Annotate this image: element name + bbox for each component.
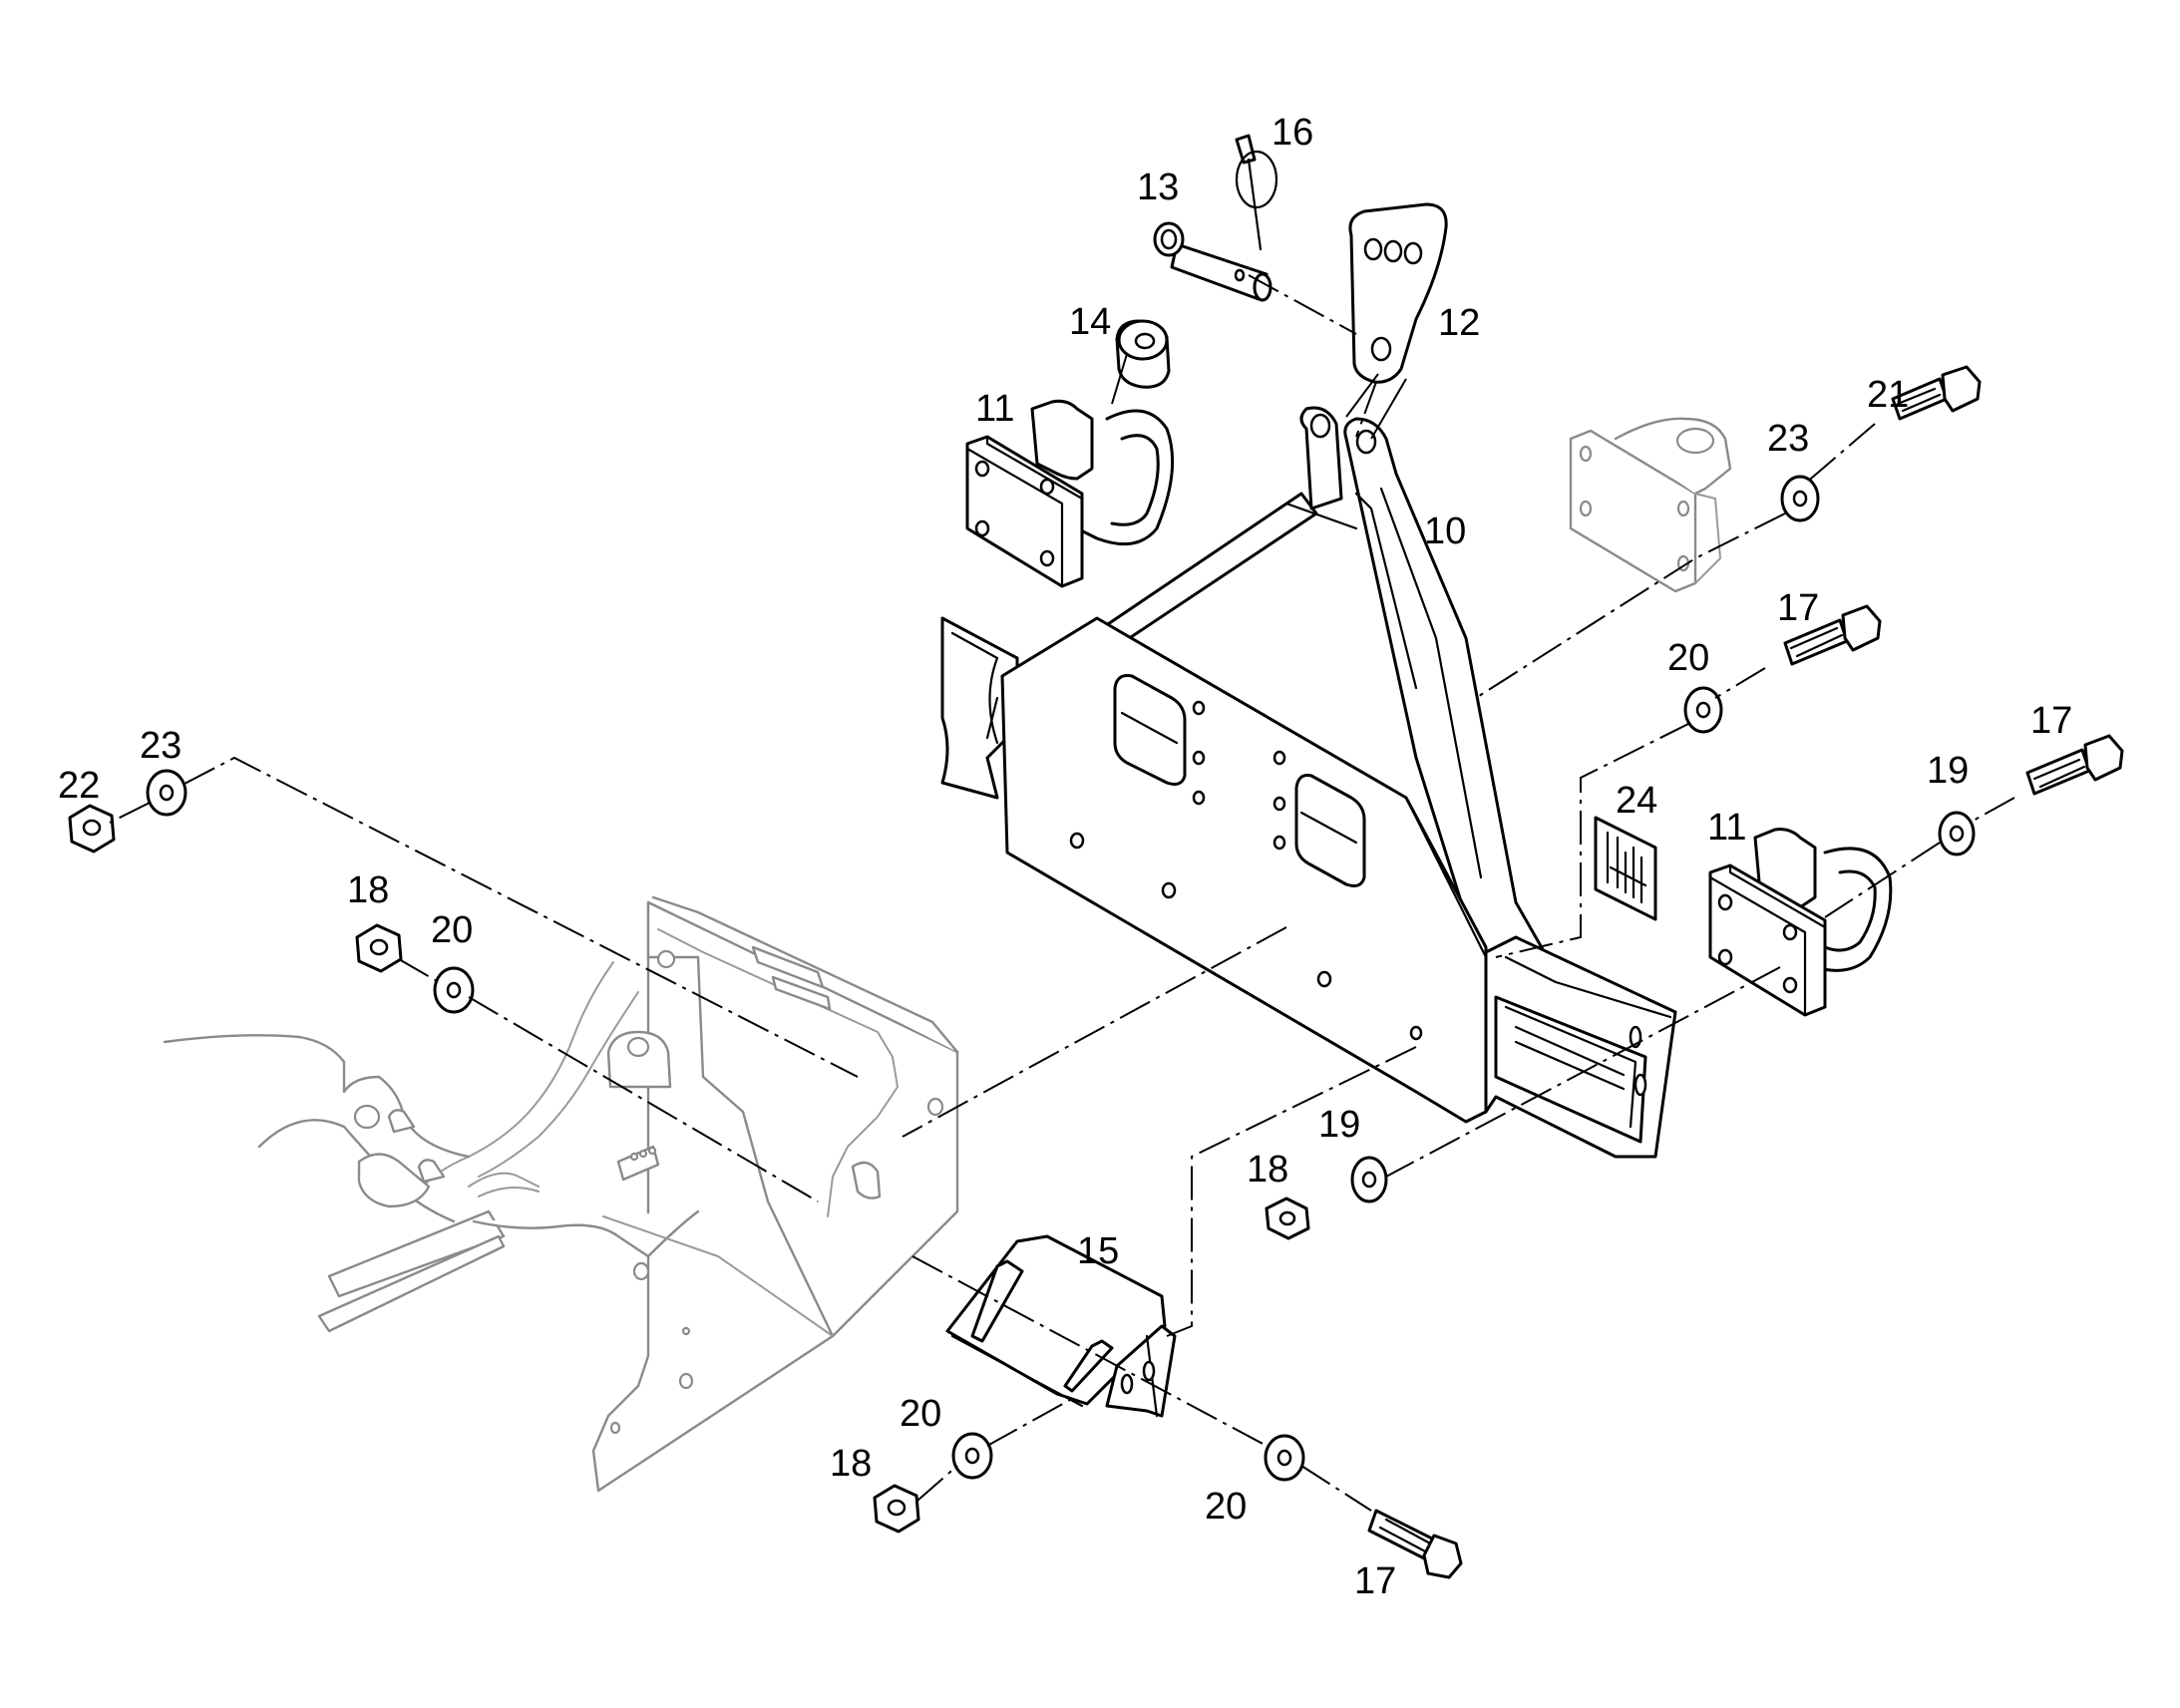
- tractor-front-frame: [163, 895, 959, 1493]
- nut-part-18-center: [1265, 1196, 1310, 1240]
- washer-part-20-lower-left: [951, 1432, 993, 1480]
- callout-15: 15: [1077, 1230, 1119, 1272]
- washer-part-20-upper: [1683, 686, 1723, 734]
- pin-part-13: [1153, 221, 1272, 302]
- mounting-bracket-part-15: [945, 1234, 1177, 1418]
- lynch-pin-part-16: [1235, 134, 1278, 251]
- nut-part-22: [68, 804, 116, 854]
- bolt-part-17-upper: [1783, 604, 1882, 666]
- callout-17-upper: 17: [1777, 587, 1819, 629]
- washer-part-19-center: [1350, 1156, 1388, 1203]
- washer-part-19-right: [1938, 811, 1976, 856]
- washer-part-20-left: [433, 966, 475, 1014]
- tow-hook-left-part-11: [965, 399, 1175, 588]
- callout-10: 10: [1424, 511, 1466, 552]
- callout-24: 24: [1616, 780, 1657, 822]
- callout-17-lower: 17: [1354, 1560, 1396, 1602]
- callout-20-lower-right: 20: [1205, 1486, 1247, 1528]
- washer-part-23-upper: [1780, 475, 1820, 522]
- callout-11-right: 11: [1707, 807, 1746, 849]
- bolt-part-21: [1891, 365, 1982, 421]
- callout-18-lower: 18: [830, 1443, 872, 1485]
- callout-16: 16: [1272, 112, 1313, 154]
- callout-leaders: [1111, 353, 1407, 440]
- callout-20-left: 20: [431, 909, 473, 951]
- callout-23-left: 23: [140, 725, 182, 767]
- callout-21: 21: [1867, 374, 1909, 416]
- callout-19-right: 19: [1927, 750, 1969, 792]
- callout-23-upper: 23: [1767, 418, 1809, 460]
- nut-part-18-lower: [873, 1484, 920, 1534]
- washer-part-20-lower-right: [1264, 1434, 1305, 1482]
- callout-11-left: 11: [975, 388, 1014, 430]
- reference-bracket-outline: [1569, 417, 1732, 593]
- callout-18-center: 18: [1247, 1149, 1288, 1191]
- callout-12: 12: [1438, 302, 1480, 344]
- callout-20-upper: 20: [1667, 637, 1709, 679]
- bolt-part-17-right: [2025, 734, 2124, 796]
- assembly-center-lines: [109, 274, 2015, 1512]
- bolt-part-17-lower: [1367, 1509, 1463, 1579]
- washer-part-23-left: [146, 769, 187, 817]
- nut-part-18-left: [355, 923, 403, 973]
- callout-13: 13: [1137, 167, 1179, 208]
- callout-22: 22: [58, 765, 100, 807]
- callout-17-right: 17: [2030, 700, 2072, 742]
- callout-18-left: 18: [347, 869, 389, 911]
- callout-20-lower-left: 20: [900, 1393, 941, 1435]
- callout-14: 14: [1069, 301, 1111, 343]
- callout-labels: 10 11 11 12 13 14 15 16 17 17 17 18 18 1…: [58, 112, 2072, 1602]
- callout-19-center: 19: [1318, 1104, 1360, 1146]
- tow-hook-right-part-11: [1708, 828, 1893, 1017]
- front-hitch-bracket-part-10: [940, 406, 1677, 1159]
- bushing-part-14: [1115, 319, 1171, 389]
- link-plate-part-12: [1348, 202, 1448, 384]
- decal-part-24: [1594, 816, 1657, 921]
